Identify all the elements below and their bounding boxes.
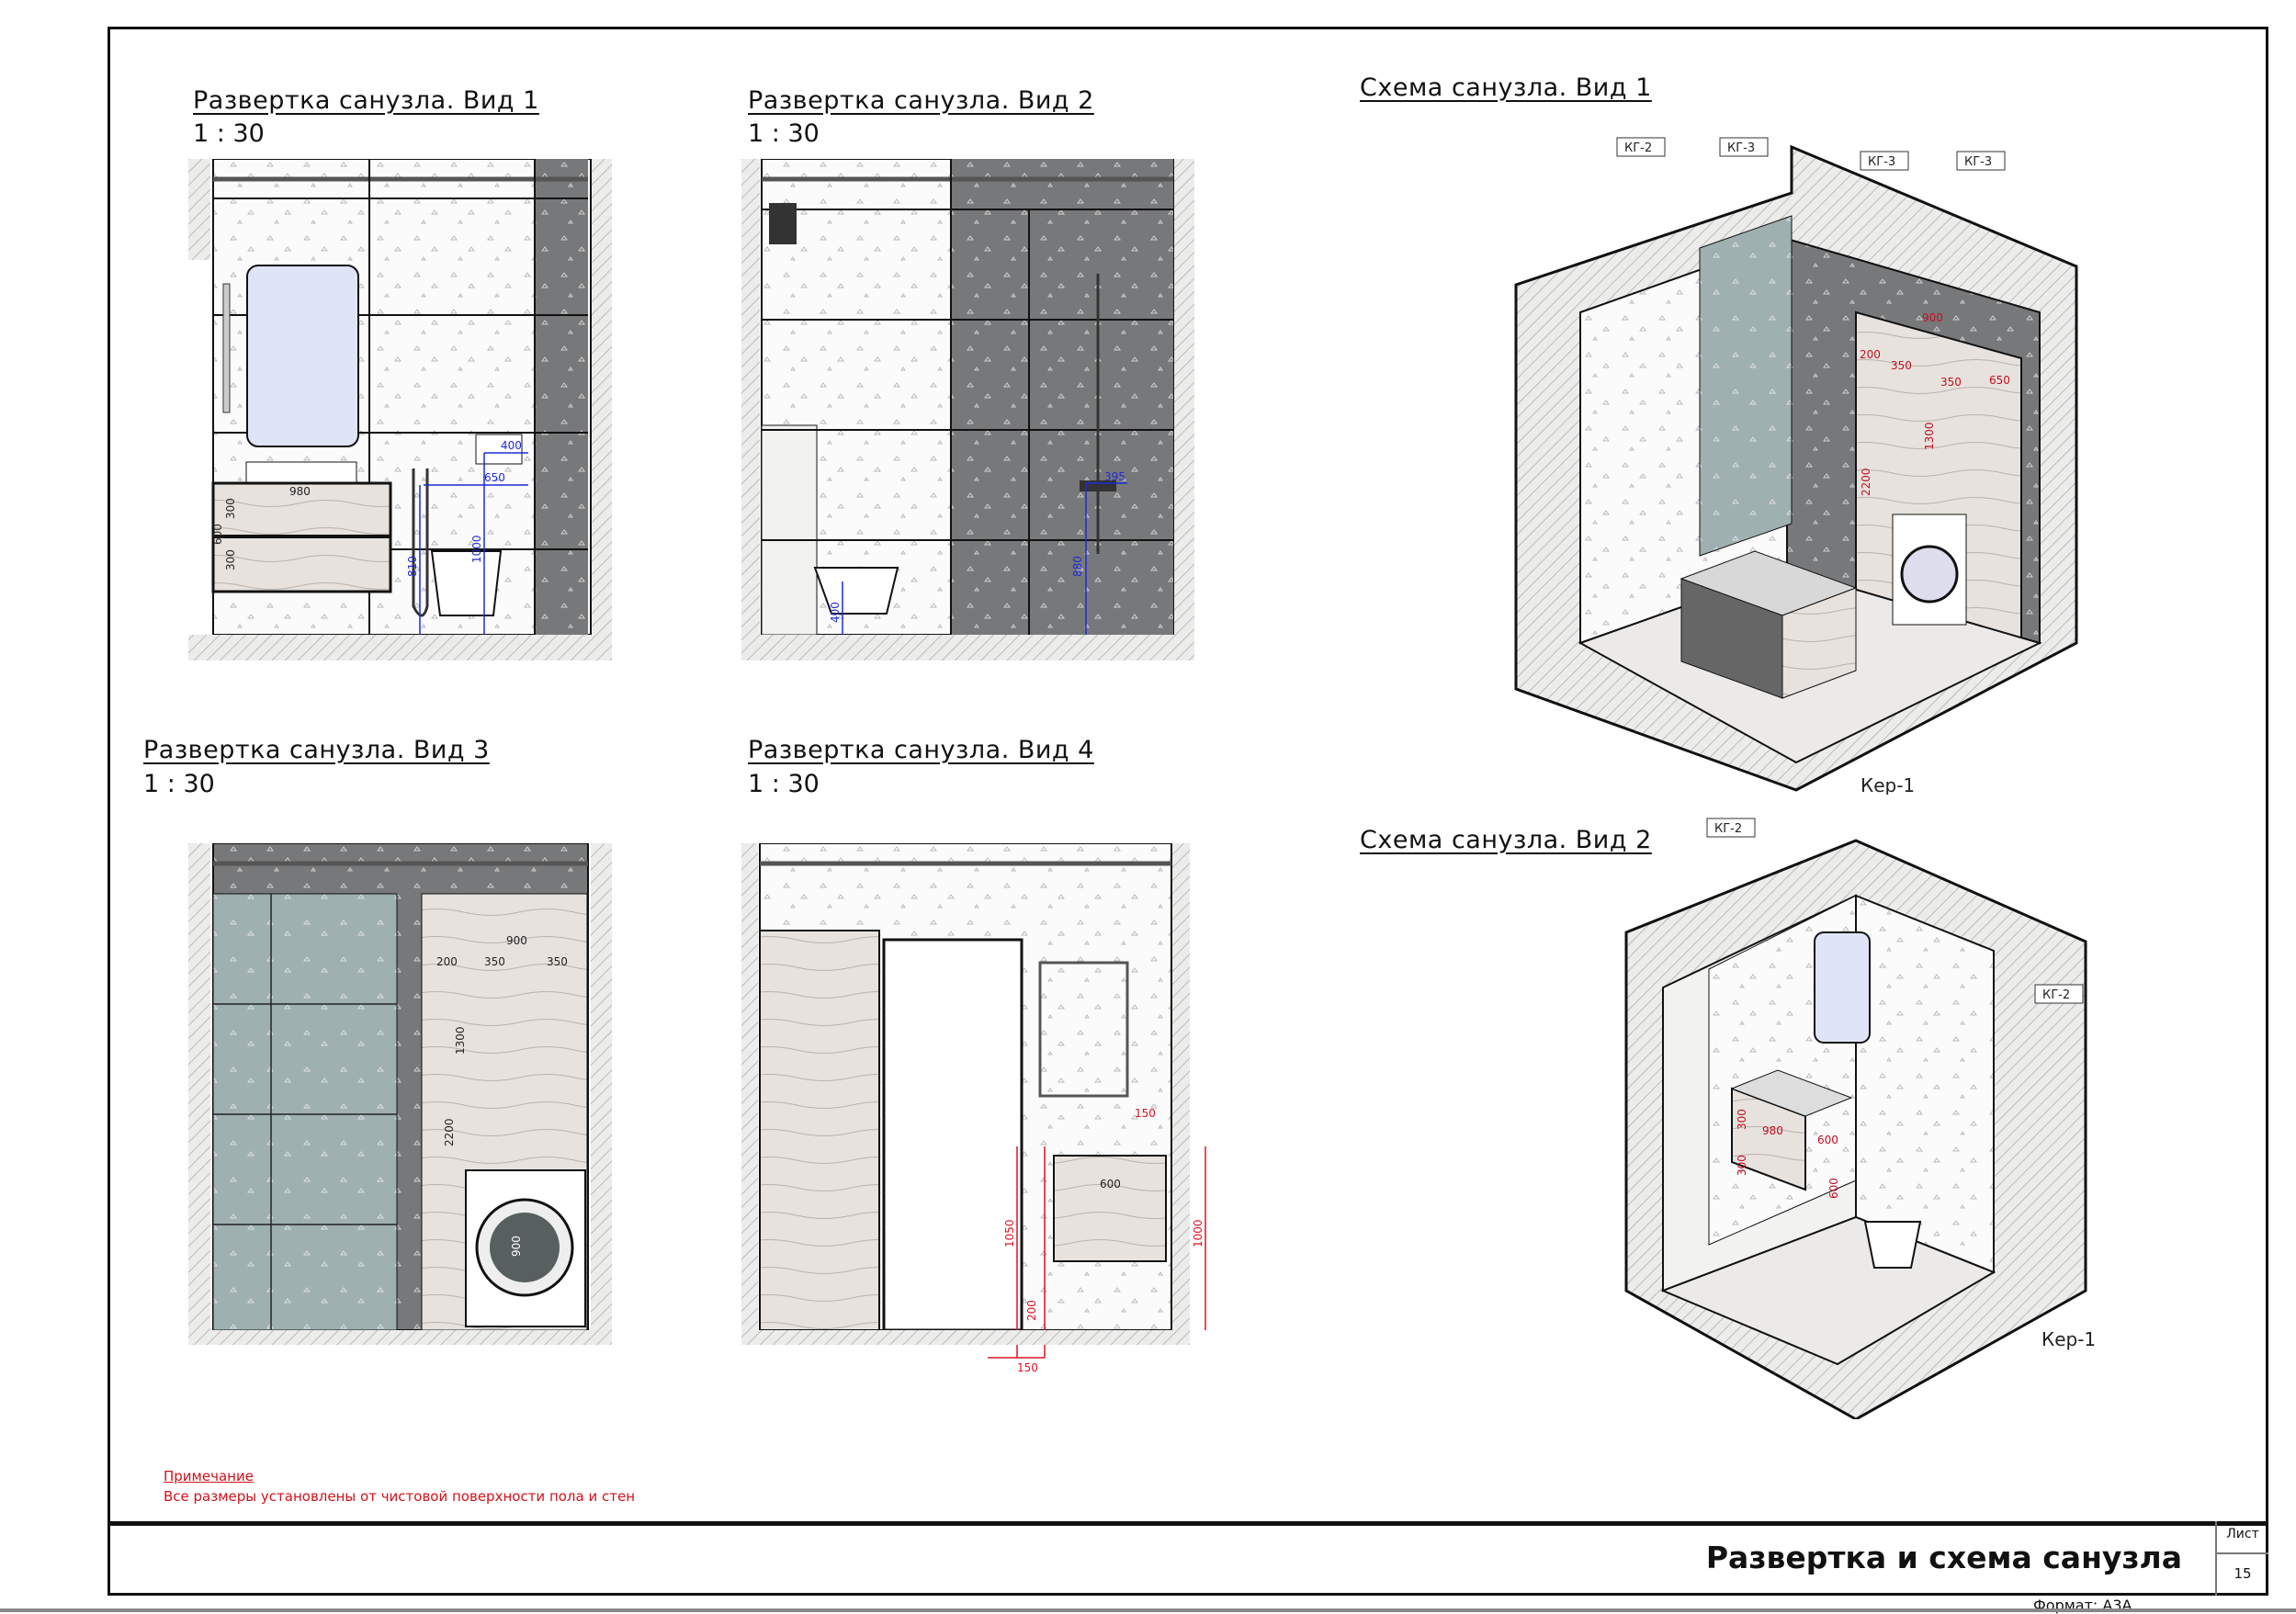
view1-title: Развертка санузла. Вид 1	[193, 86, 539, 115]
svg-text:900: 900	[1922, 311, 1943, 324]
svg-text:300: 300	[1736, 1155, 1748, 1176]
svg-text:980: 980	[1762, 1124, 1783, 1137]
view2-elevation: 395 880 400	[741, 159, 1194, 660]
view4-scale: 1 : 30	[748, 770, 820, 798]
svg-text:900: 900	[506, 934, 527, 947]
svg-text:300: 300	[224, 498, 237, 519]
svg-text:600: 600	[1100, 1178, 1121, 1191]
svg-text:КГ-3: КГ-3	[1964, 155, 1992, 169]
view2-scale: 1 : 30	[748, 119, 820, 148]
svg-text:1000: 1000	[1192, 1219, 1205, 1247]
sheet-label: Лист	[2226, 1527, 2259, 1541]
svg-text:400: 400	[829, 602, 842, 623]
scheme1-title: Схема санузла. Вид 1	[1360, 73, 1652, 102]
sheet-title: Развертка и схема санузла	[1705, 1540, 2182, 1575]
svg-text:600: 600	[1817, 1134, 1838, 1146]
svg-text:350: 350	[484, 955, 505, 968]
toilet	[430, 550, 503, 616]
view4-elevation: 600 150 1000 1050 200 150	[741, 843, 1206, 1374]
svg-text:1000: 1000	[470, 535, 483, 563]
svg-text:650: 650	[484, 471, 505, 484]
svg-text:350: 350	[1891, 359, 1912, 372]
svg-text:200: 200	[1025, 1300, 1038, 1321]
svg-text:350: 350	[547, 955, 568, 968]
view3-elevation: 900 200 350 350 1300 2200 900	[188, 843, 612, 1345]
view1-scale: 1 : 30	[193, 119, 265, 148]
view4-title: Развертка санузла. Вид 4	[748, 736, 1094, 764]
scheme1-isometric: 900 200 350 350 650 1300 2200 КГ-2 КГ-3 …	[1514, 137, 2078, 795]
svg-text:150: 150	[1017, 1361, 1038, 1374]
svg-text:1300: 1300	[454, 1026, 467, 1055]
svg-text:КГ-3: КГ-3	[1868, 155, 1895, 169]
note-text: Все размеры установлены от чистовой пове…	[164, 1488, 636, 1505]
svg-text:1300: 1300	[1923, 422, 1936, 450]
svg-text:395: 395	[1104, 470, 1125, 483]
svg-text:300: 300	[1736, 1109, 1748, 1130]
note-heading: Примечание	[164, 1468, 254, 1484]
scheme2-title: Схема санузла. Вид 2	[1360, 826, 1652, 854]
svg-text:1050: 1050	[1003, 1219, 1016, 1247]
scheme2-isometric: 300 300 980 600 600 КГ-2 КГ-2 Кер-1	[1624, 818, 2095, 1419]
svg-text:300: 300	[224, 549, 237, 570]
sheet-separator	[2217, 1552, 2268, 1554]
svg-text:2200: 2200	[443, 1118, 456, 1146]
svg-text:350: 350	[1940, 376, 1962, 389]
view1-elevation: 400 650 1000 810 980 300 300 600	[188, 159, 612, 660]
door	[882, 938, 1024, 1332]
view2-title: Развертка санузла. Вид 2	[748, 86, 1094, 115]
title-block-divider	[107, 1521, 2268, 1526]
view3-title: Развертка санузла. Вид 3	[143, 736, 490, 764]
mirror	[246, 265, 359, 447]
svg-text:810: 810	[406, 556, 419, 577]
page-edge	[0, 1608, 2296, 1612]
svg-text:200: 200	[1860, 348, 1881, 361]
svg-text:980: 980	[289, 485, 311, 498]
svg-text:Кер-1: Кер-1	[2042, 1328, 2095, 1350]
svg-text:650: 650	[1989, 374, 2010, 387]
svg-text:КГ-2: КГ-2	[2042, 988, 2070, 1002]
drawing-frame	[107, 27, 2268, 1596]
svg-text:900: 900	[510, 1236, 523, 1257]
svg-text:150: 150	[1135, 1107, 1156, 1120]
svg-text:600: 600	[1827, 1178, 1840, 1199]
svg-text:КГ-2: КГ-2	[1714, 822, 1742, 836]
svg-text:400: 400	[501, 439, 522, 452]
svg-text:2200: 2200	[1860, 468, 1872, 496]
sheet-number: 15	[2234, 1565, 2252, 1582]
svg-text:КГ-2: КГ-2	[1624, 141, 1652, 155]
svg-text:880: 880	[1071, 556, 1084, 577]
svg-text:Кер-1: Кер-1	[1861, 774, 1915, 795]
svg-text:200: 200	[436, 955, 458, 968]
svg-text:600: 600	[211, 524, 224, 545]
sheet-number-box: Лист 15	[2215, 1521, 2268, 1596]
svg-text:КГ-3: КГ-3	[1727, 141, 1755, 155]
view3-scale: 1 : 30	[143, 770, 215, 798]
